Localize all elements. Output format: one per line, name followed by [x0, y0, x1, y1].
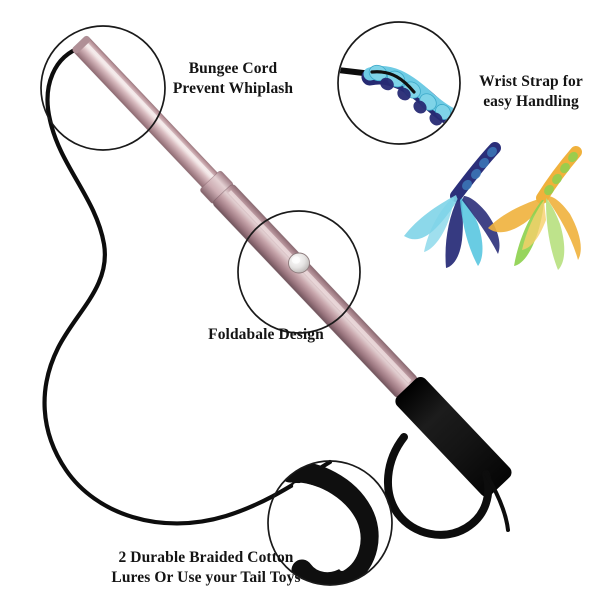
wand-rod: [72, 35, 418, 398]
fold-release-button: [288, 252, 310, 274]
handle-wrist-strap: [384, 433, 510, 539]
foam-grip-handle: [395, 376, 512, 497]
callout-label-braided-cotton-lures: 2 Durable Braided Cotton Lures Or Use yo…: [111, 549, 301, 586]
bungee-cord: [42, 44, 333, 526]
callout-label-bungee-cord: Bungee Cord Prevent Whiplash: [172, 60, 294, 97]
sample-lure-blue: [404, 142, 501, 268]
callout-label-wrist-strap: Wrist Strap for easy Handling: [479, 73, 583, 110]
callout-circle-wrist: [337, 21, 461, 145]
callout-circle-foldable: [237, 210, 361, 334]
sample-lure-green: [488, 146, 582, 270]
callout-label-foldable-design: Foldabale Design: [208, 326, 324, 343]
callout-circle-bungee: [40, 25, 166, 151]
